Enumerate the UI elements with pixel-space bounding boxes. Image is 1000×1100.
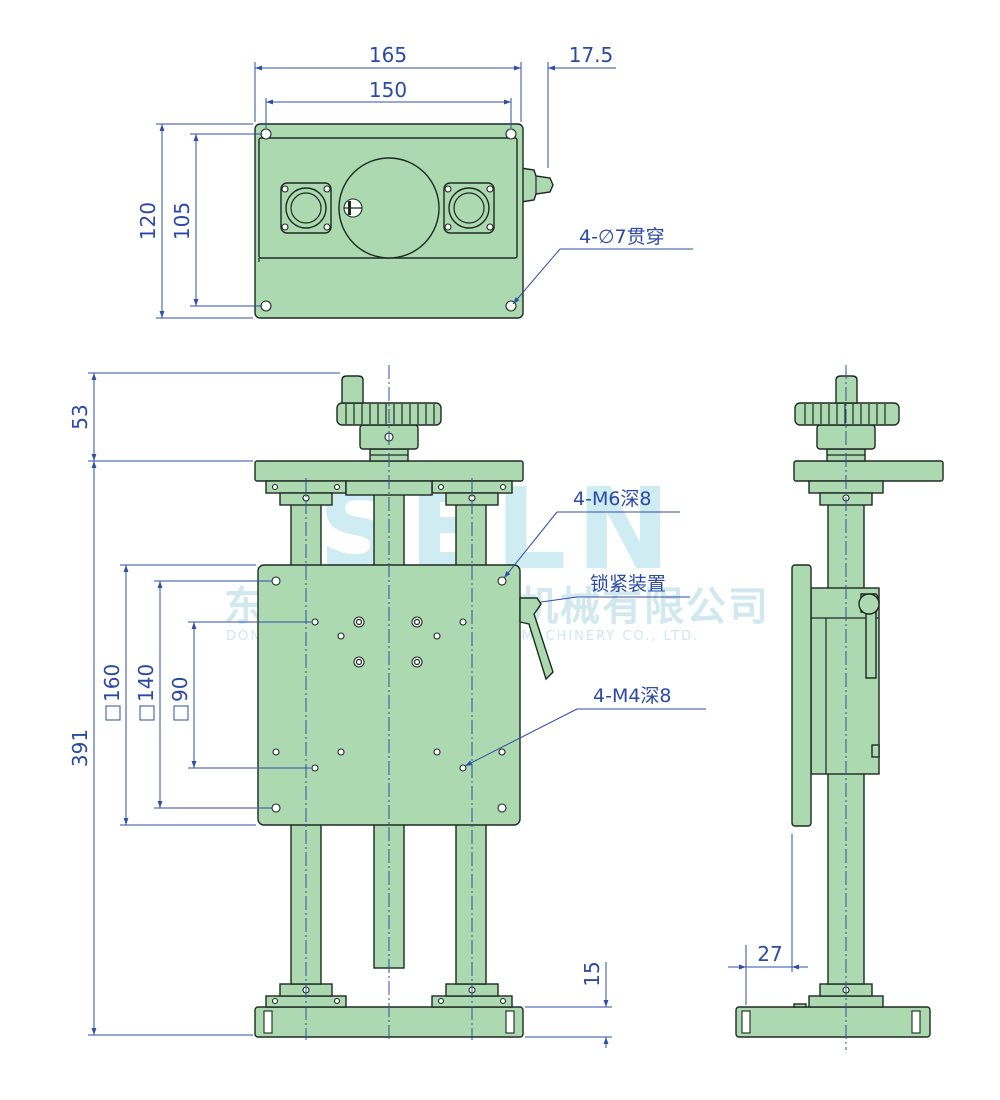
note-4-phi7: 4-∅7贯穿 (579, 226, 665, 248)
side-view-base (735, 1006, 931, 1038)
side-view-handwheel (794, 402, 900, 426)
top-view (254, 123, 554, 319)
front-view-crank-handle (341, 375, 364, 404)
dim-165: 165 (369, 43, 407, 67)
side-view (735, 365, 944, 1050)
side-view-top-plate (793, 460, 944, 482)
side-view-dimensions: 27 (728, 834, 808, 1005)
dim-391: 391 (68, 729, 92, 767)
handwheel-knurl (345, 404, 435, 424)
note-4-m4: 4-M4深8 (593, 685, 672, 707)
dim-sq90: 90 (168, 677, 192, 702)
dim-120: 120 (136, 202, 160, 240)
dim-17-5: 17.5 (569, 43, 614, 67)
dim-sq140: 140 (134, 664, 158, 702)
side-view-table-plate (791, 564, 812, 827)
note-lock-device: 锁紧装置 (590, 573, 666, 595)
dim-150: 150 (369, 78, 407, 102)
front-view-lock-lever (519, 597, 554, 681)
dim-27: 27 (757, 942, 782, 966)
dim-15: 15 (580, 961, 604, 986)
top-view-knob (338, 157, 440, 259)
front-view-dimensions: 53 391 160 140 90 15 4-M6深8 锁紧装置 4-M4深8 (68, 372, 706, 1048)
top-view-handle (520, 167, 554, 203)
dim-53: 53 (68, 404, 92, 429)
dim-105: 105 (170, 202, 194, 240)
note-4-m6: 4-M6深8 (573, 488, 652, 510)
top-view-dimensions: 165 150 17.5 120 105 4-∅7贯穿 (136, 43, 693, 319)
dim-sq160: 160 (100, 664, 124, 702)
front-view (254, 365, 554, 1040)
slide-table-holes (271, 576, 507, 813)
